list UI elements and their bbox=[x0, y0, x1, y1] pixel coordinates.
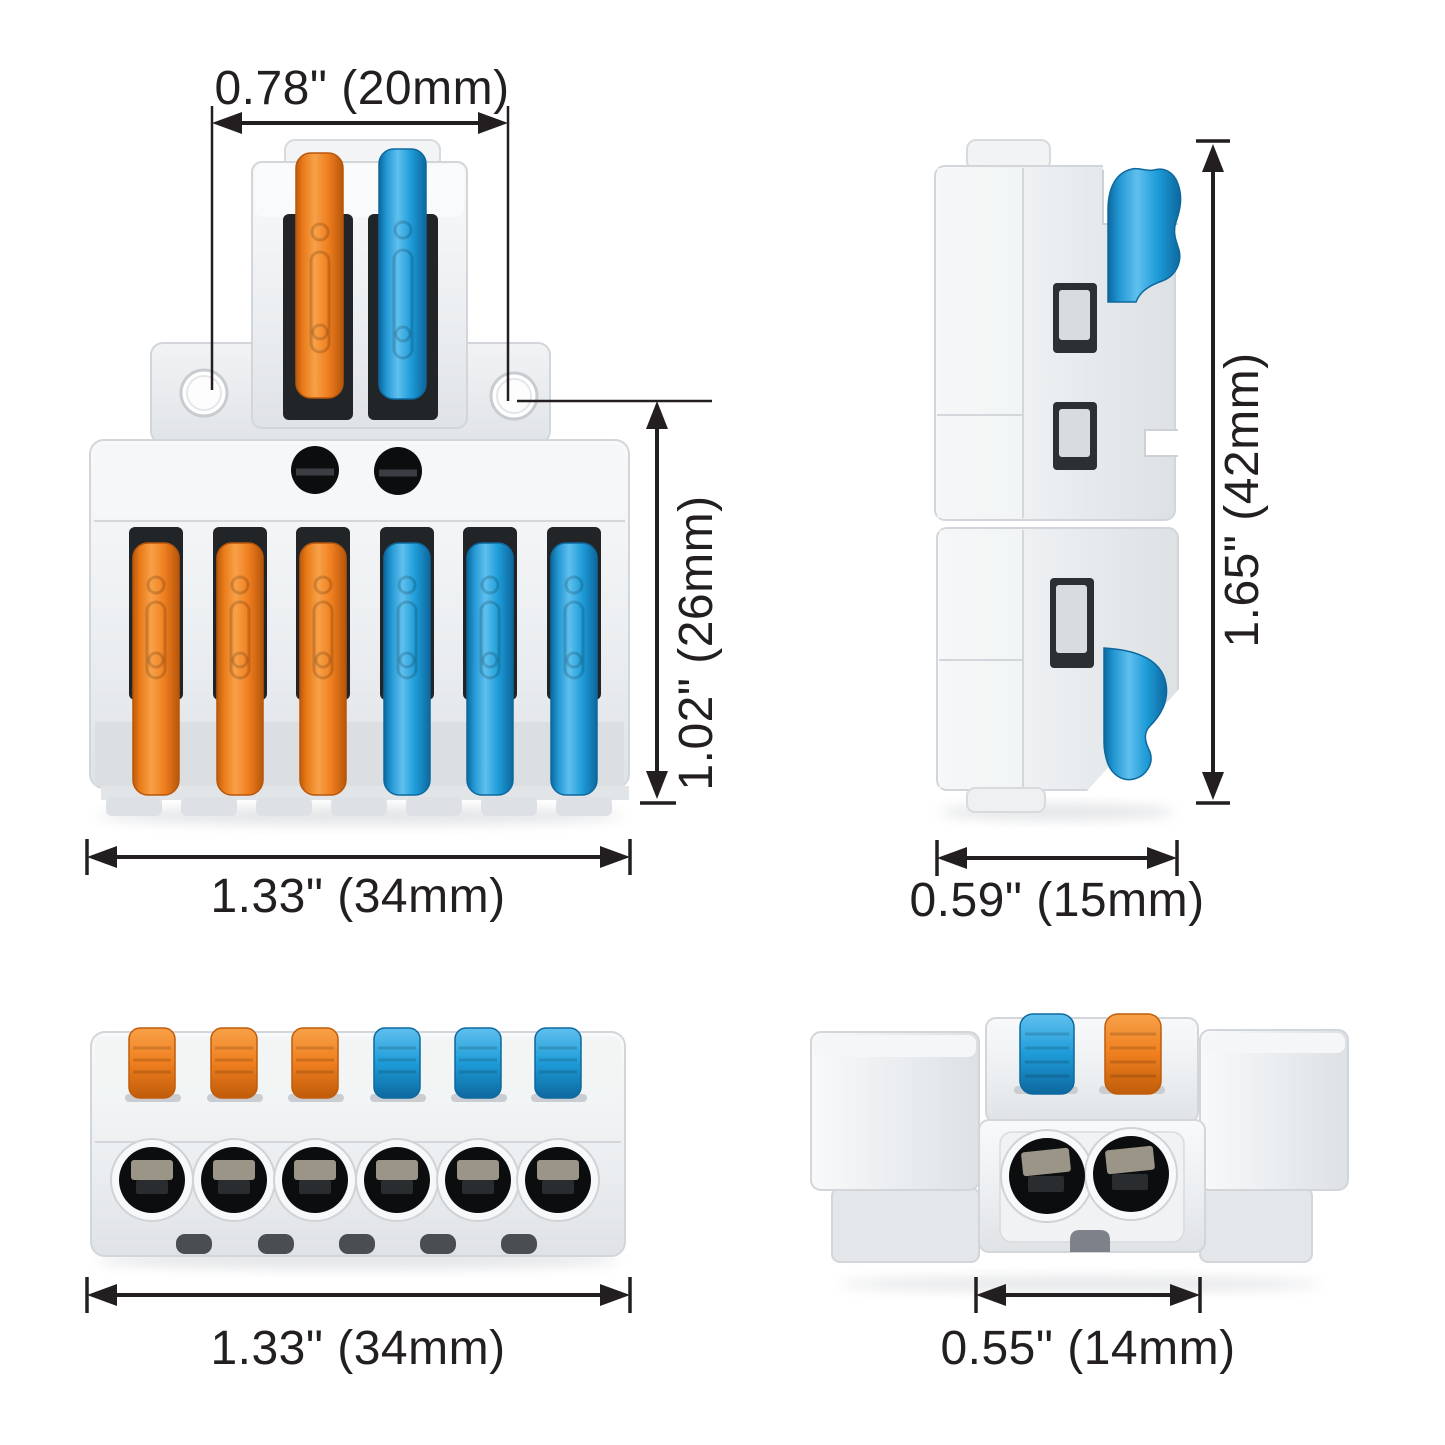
input-wire-port-1 bbox=[1009, 1138, 1085, 1214]
left-wing-lower bbox=[831, 1187, 980, 1263]
side-slot-2 bbox=[1053, 402, 1097, 470]
input-push-button-orange bbox=[1099, 1013, 1165, 1095]
output-push-buttons bbox=[125, 1027, 587, 1102]
wire-port-2 bbox=[201, 1147, 267, 1213]
output-wire-ports bbox=[110, 1138, 600, 1222]
output-end-view bbox=[90, 1027, 626, 1257]
dim-front-total-width: 1.33" (34mm) bbox=[85, 839, 632, 923]
dim-output-total-width: 1.33" (34mm) bbox=[85, 1277, 632, 1375]
dim-input-end-width-label: 0.55" (14mm) bbox=[940, 1322, 1235, 1375]
side-slot-3 bbox=[1050, 578, 1094, 668]
output-levers bbox=[132, 542, 598, 796]
input-port-left bbox=[291, 446, 339, 494]
dim-output-total-width-label: 1.33" (34mm) bbox=[210, 1322, 505, 1375]
wire-port-1 bbox=[119, 1147, 185, 1213]
output-lever-6-blue bbox=[550, 542, 598, 796]
right-wing bbox=[1199, 1029, 1349, 1191]
left-wing bbox=[810, 1031, 980, 1191]
push-button-4-blue bbox=[370, 1027, 426, 1102]
dim-depth: 0.59" (15mm) bbox=[909, 840, 1204, 927]
push-button-3-orange bbox=[288, 1027, 344, 1102]
input-lever-blue bbox=[378, 148, 427, 400]
wire-port-5 bbox=[445, 1147, 511, 1213]
front-view bbox=[89, 139, 630, 816]
dim-total-height: 1.65" (42mm) bbox=[1196, 139, 1269, 805]
side-view bbox=[934, 139, 1191, 813]
bottom-notch bbox=[1070, 1230, 1110, 1252]
input-end-wire-ports bbox=[1000, 1127, 1178, 1223]
input-push-button-blue bbox=[1014, 1013, 1078, 1095]
wire-port-6 bbox=[525, 1147, 591, 1213]
side-bottom-tab bbox=[966, 787, 1046, 813]
output-lever-4-blue bbox=[383, 542, 431, 796]
right-wing-lower bbox=[1199, 1187, 1313, 1263]
output-lever-1-orange bbox=[132, 542, 180, 796]
input-port-right bbox=[374, 447, 422, 495]
input-end-view bbox=[810, 1013, 1349, 1263]
dim-front-total-width-label: 1.33" (34mm) bbox=[210, 870, 505, 923]
output-lever-5-blue bbox=[466, 542, 514, 796]
dim-input-width: 0.78" (20mm) bbox=[210, 62, 510, 401]
output-bottom-slots bbox=[176, 1234, 537, 1254]
side-lever-blue-lower bbox=[1103, 647, 1168, 781]
push-button-6-blue bbox=[531, 1027, 587, 1102]
push-button-1-orange bbox=[125, 1027, 181, 1102]
push-button-5-blue bbox=[451, 1027, 507, 1102]
output-lever-3-orange bbox=[299, 542, 347, 796]
side-slot-1 bbox=[1053, 283, 1097, 353]
output-lever-2-orange bbox=[216, 542, 264, 796]
wire-port-4 bbox=[364, 1147, 430, 1213]
input-lever-orange bbox=[295, 152, 344, 399]
wire-port-3 bbox=[282, 1147, 348, 1213]
dim-total-height-label: 1.65" (42mm) bbox=[1216, 352, 1269, 647]
push-button-2-orange bbox=[207, 1027, 263, 1102]
input-wire-port-2 bbox=[1093, 1136, 1169, 1212]
input-head-block bbox=[985, 1017, 1199, 1123]
dim-depth-label: 0.59" (15mm) bbox=[909, 874, 1204, 927]
side-lever-blue-upper bbox=[1107, 167, 1182, 303]
dim-body-height-label: 1.02" (26mm) bbox=[670, 495, 723, 790]
dim-body-height: 1.02" (26mm) bbox=[517, 399, 723, 805]
dim-input-end-width: 0.55" (14mm) bbox=[940, 1277, 1235, 1375]
dim-input-width-label: 0.78" (20mm) bbox=[214, 62, 509, 115]
